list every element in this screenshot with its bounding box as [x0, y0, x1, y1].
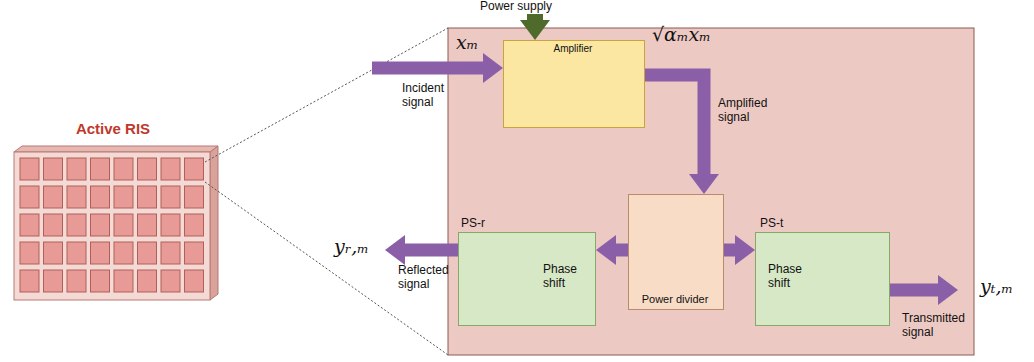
phase-shifter-box: PS-tPhase shift — [755, 232, 890, 326]
amplifier-box: Amplifier — [503, 40, 645, 128]
signal-label: Incident signal — [402, 82, 450, 110]
ris-element-housing — [448, 28, 974, 355]
signal-symbol: yᵣ,ₘ — [334, 236, 369, 258]
signal-label: Reflected signal — [398, 264, 448, 292]
ris-cell — [138, 158, 157, 180]
ris-cell — [20, 270, 39, 292]
ris-cell — [114, 158, 133, 180]
ris-cell — [67, 158, 86, 180]
power-divider-box: Power divider — [628, 194, 724, 310]
ris-panel — [14, 152, 210, 300]
box-heading: PS-t — [760, 217, 783, 231]
signal-arrow — [614, 244, 628, 257]
power-arrow — [527, 14, 543, 22]
box-label: Active RIS — [8, 120, 218, 137]
ris-cell — [185, 158, 204, 180]
signal-symbol: xₘ — [456, 32, 478, 54]
ris-cell — [161, 242, 180, 264]
ris-cell — [185, 214, 204, 236]
ris-cell — [44, 214, 63, 236]
ris-cell — [91, 242, 110, 264]
ris-cell — [44, 242, 63, 264]
box-heading: PS-r — [461, 217, 485, 231]
signal-label: Transmitted signal — [902, 312, 974, 340]
ris-cell — [91, 270, 110, 292]
signal-arrow — [724, 244, 737, 257]
ris-cell — [44, 158, 63, 180]
incident-arrow — [372, 62, 485, 75]
ris-cell — [91, 214, 110, 236]
ris-cell — [138, 214, 157, 236]
box-label: Amplifier — [504, 43, 642, 55]
signal-arrow — [645, 75, 704, 176]
ris-cell — [67, 242, 86, 264]
ris-cell — [161, 214, 180, 236]
ris-cell — [20, 242, 39, 264]
ris-cell — [67, 186, 86, 208]
ris-panel — [20, 158, 204, 292]
ris-cell — [185, 270, 204, 292]
ris-cell — [114, 242, 133, 264]
transmitted-arrow — [890, 284, 940, 297]
ris-cell — [114, 214, 133, 236]
ris-cell — [91, 186, 110, 208]
ris-panel — [14, 146, 218, 300]
ris-cell — [185, 186, 204, 208]
ris-cell — [161, 270, 180, 292]
ris-panel-node: Active RIS — [8, 120, 221, 305]
ris-cell — [185, 242, 204, 264]
phase-shifter-box: PS-rPhase shift — [458, 232, 596, 326]
ris-cell — [67, 214, 86, 236]
ris-cell — [44, 186, 63, 208]
ris-cell — [114, 186, 133, 208]
ris-cell — [138, 242, 157, 264]
ris-cell — [67, 270, 86, 292]
zoom-line — [205, 28, 448, 355]
supply-label: Power supply — [480, 0, 552, 14]
box-label: Power divider — [629, 293, 721, 306]
reflected-arrow — [403, 244, 458, 257]
ris-cell — [20, 186, 39, 208]
edge-label: Amplified signal — [718, 97, 782, 125]
signal-symbol: yₜ,ₘ — [980, 276, 1013, 298]
ris-panel — [210, 146, 218, 300]
ris-cell — [161, 158, 180, 180]
signal-symbol: √αₘxₘ — [652, 24, 711, 46]
box-label: Phase shift — [768, 263, 824, 291]
ris-cell — [138, 186, 157, 208]
zoom-line — [205, 182, 448, 355]
ris-cell — [114, 270, 133, 292]
box-label: Phase shift — [543, 263, 593, 291]
ris-cell — [91, 158, 110, 180]
ris-cell — [138, 270, 157, 292]
ris-cell — [161, 186, 180, 208]
ris-cell — [20, 158, 39, 180]
ris-cell — [44, 270, 63, 292]
ris-cell — [20, 214, 39, 236]
ris-panel — [14, 146, 218, 152]
